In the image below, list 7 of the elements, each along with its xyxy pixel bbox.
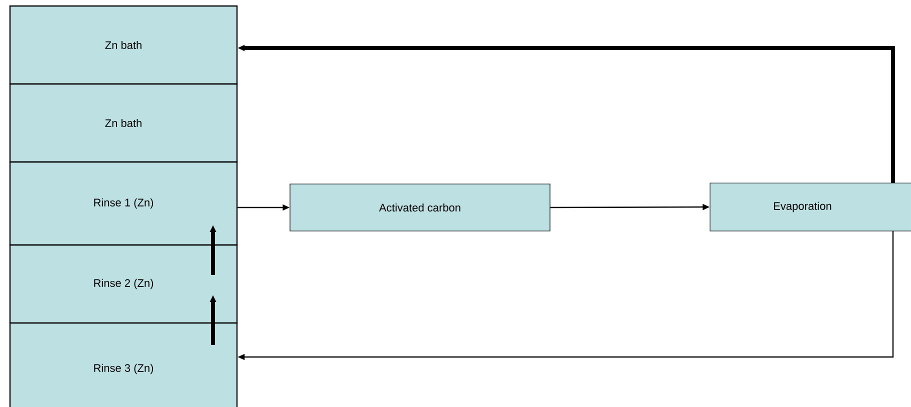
process-box: Evaporation [710,182,911,232]
tank-box: Zn bath [9,83,238,163]
tank-box: Rinse 3 (Zn) [9,322,238,407]
tank-box: Rinse 1 (Zn) [9,161,238,246]
tank-box: Rinse 2 (Zn) [9,244,238,324]
tank-box: Zn bath [9,5,238,85]
process-box: Activated carbon [290,184,550,232]
